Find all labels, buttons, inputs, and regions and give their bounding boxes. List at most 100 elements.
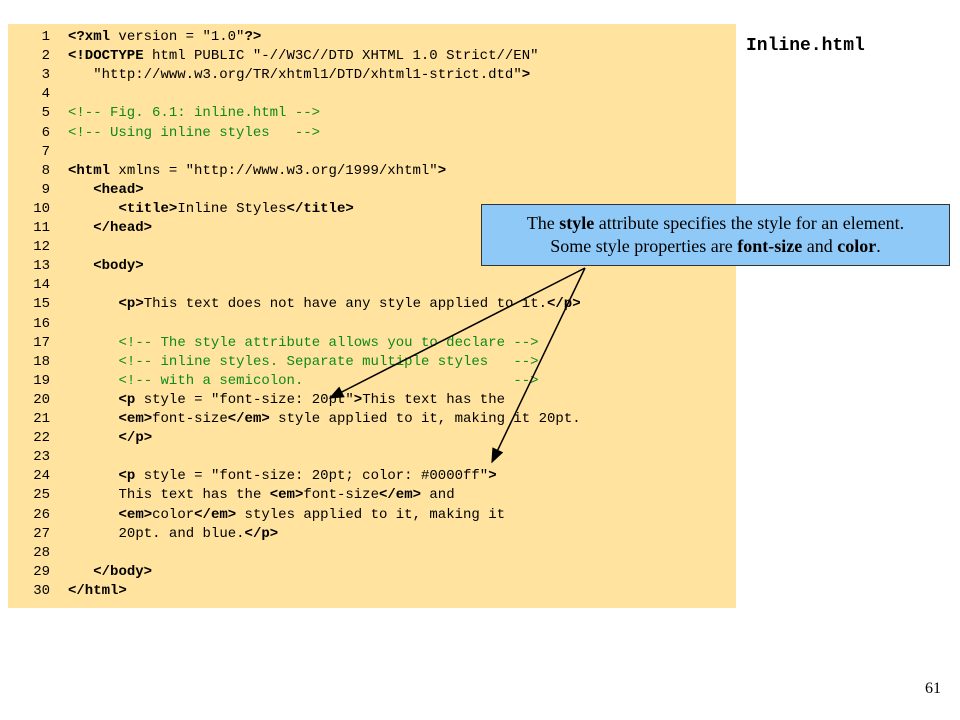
callout-text: font-size (737, 236, 803, 256)
code-line: 23 (8, 448, 68, 467)
line-number: 20 (33, 391, 50, 408)
code-val: "-//W3C//DTD XHTML 1.0 Strict//EN" (252, 48, 539, 65)
code-line: 24<p style = "font-size: 20pt; color: #0… (8, 467, 497, 486)
code-line: 14 (8, 276, 68, 295)
code-val: "http://www.w3.org/TR/xhtml1/DTD/xhtml1-… (93, 67, 522, 84)
callout-text: . (876, 236, 881, 256)
code-line: 5<!-- Fig. 6.1: inline.html --> (8, 104, 320, 123)
page-number: 61 (925, 680, 941, 697)
code-tag: <em> (269, 487, 304, 504)
code-text: 20pt. and blue. (118, 525, 245, 542)
code-line: 1<?xml version = "1.0"?> (8, 28, 262, 47)
code-line: 18 <!-- inline styles. Separate multiple … (8, 353, 539, 372)
line-number: 14 (33, 277, 50, 294)
code-line: 21<em>font-size</em> style applied to it… (8, 410, 581, 429)
callout-text: The (526, 213, 560, 233)
callout-text: style (559, 213, 595, 233)
line-number: 15 (33, 296, 50, 313)
line-number: 7 (41, 143, 50, 160)
line-number: 27 (33, 525, 50, 542)
line-number: 9 (41, 181, 50, 198)
line-number: 28 (33, 544, 50, 561)
code-tag: </p> (118, 430, 153, 447)
line-number: 30 (33, 582, 50, 599)
line-number: 13 (33, 258, 50, 275)
line-number: 11 (33, 220, 50, 236)
code-line: 16 (8, 315, 68, 334)
code-line: 25 This text has the <em>font-size</em> a… (8, 486, 455, 505)
code-comment: <!-- Fig. 6.1: inline.html --> (68, 105, 321, 122)
code-line: 22 </p> (8, 429, 152, 448)
code-line: 4 (8, 85, 68, 104)
code-text: and (421, 487, 455, 504)
line-number: 19 (33, 372, 50, 389)
code-text: version = (110, 29, 203, 45)
code-line: 12 (8, 238, 68, 257)
code-comment: <!-- inline styles. Separate multiple st… (118, 353, 539, 370)
line-number: 29 (33, 563, 50, 580)
code-tag: <em> (118, 506, 153, 523)
code-text: This text has the (118, 487, 270, 504)
code-comment: <!-- The style attribute allows you to d… (118, 334, 539, 351)
code-line: 19<!-- with a semicolon. --> (8, 372, 538, 391)
callout-text: and (802, 236, 838, 256)
line-number: 21 (33, 411, 50, 427)
code-tag: </title> (286, 200, 354, 217)
code-line: 2 <!DOCTYPE html PUBLIC "-//W3C//DTD XHTM… (8, 47, 539, 66)
line-number: 26 (33, 506, 50, 523)
code-tag: > (521, 67, 531, 84)
code-tag: <p (118, 468, 136, 485)
code-tag: </em> (378, 487, 421, 504)
line-number: 24 (33, 468, 50, 485)
code-line: 13 <body> (8, 257, 144, 276)
callout-text: attribute specifies the style for an ele… (594, 213, 905, 233)
line-number: 2 (41, 48, 50, 65)
line-number: 25 (33, 487, 50, 504)
code-line: 10 <title>Inline Styles</title> (8, 200, 354, 219)
line-number: 22 (33, 430, 50, 447)
code-tag: <?xml (68, 29, 111, 45)
code-line: 27 20pt. and blue.</p> (8, 525, 278, 544)
code-tag: </em> (194, 506, 237, 523)
line-number: 16 (33, 315, 50, 332)
code-val: "font-size: 20pt; color: #0000ff" (210, 468, 489, 485)
code-tag: <p> (118, 296, 144, 313)
code-text: color (152, 506, 195, 523)
code-line: 9 <head> (8, 181, 144, 200)
code-text: font-size (152, 411, 228, 427)
code-val: "http://www.w3.org/1999/xhtml" (185, 162, 438, 179)
code-text: style applied to it, making it 20pt. (269, 411, 581, 427)
code-text: html PUBLIC (143, 48, 253, 65)
code-line: 28 (8, 544, 68, 563)
code-line: 8<html xmlns = "http://www.w3.org/1999/x… (8, 162, 447, 181)
code-tag: > (353, 391, 363, 408)
code-text: Inline Styles (177, 200, 287, 217)
code-text: styles applied to it, making it (236, 506, 505, 523)
line-number: 1 (41, 29, 50, 45)
code-line: 3"http://www.w3.org/TR/xhtml1/DTD/xhtml1… (8, 66, 531, 85)
line-number: 18 (33, 353, 50, 370)
code-comment: <!-- Using inline styles --> (68, 124, 321, 141)
code-line: 17 <!-- The style attribute allows you to… (8, 334, 539, 353)
code-tag: <head> (93, 181, 144, 198)
code-text: style = (135, 391, 211, 408)
code-line: 26 <em>color</em> styles applied to it, m… (8, 506, 505, 525)
callout-text: Some style properties are (550, 236, 738, 256)
code-tag: ?> (244, 29, 262, 45)
code-line: 29</body> (8, 563, 152, 582)
code-tag: <title> (118, 200, 178, 217)
line-number: 17 (33, 334, 50, 351)
line-number: 10 (33, 200, 50, 217)
line-number: 6 (41, 124, 50, 141)
code-tag: </p> (244, 525, 279, 542)
code-tag: > (488, 468, 497, 485)
code-line: 11</head> (8, 219, 152, 238)
code-line: 7 (8, 143, 68, 162)
code-tag: <body> (93, 258, 144, 275)
code-tag: </em> (227, 411, 270, 427)
code-tag: <!DOCTYPE (68, 48, 144, 65)
code-tag: > (437, 162, 447, 179)
code-text: font-size (303, 487, 379, 504)
code-tag: <p (118, 391, 136, 408)
code-text: This text does not have any style applie… (143, 296, 547, 313)
